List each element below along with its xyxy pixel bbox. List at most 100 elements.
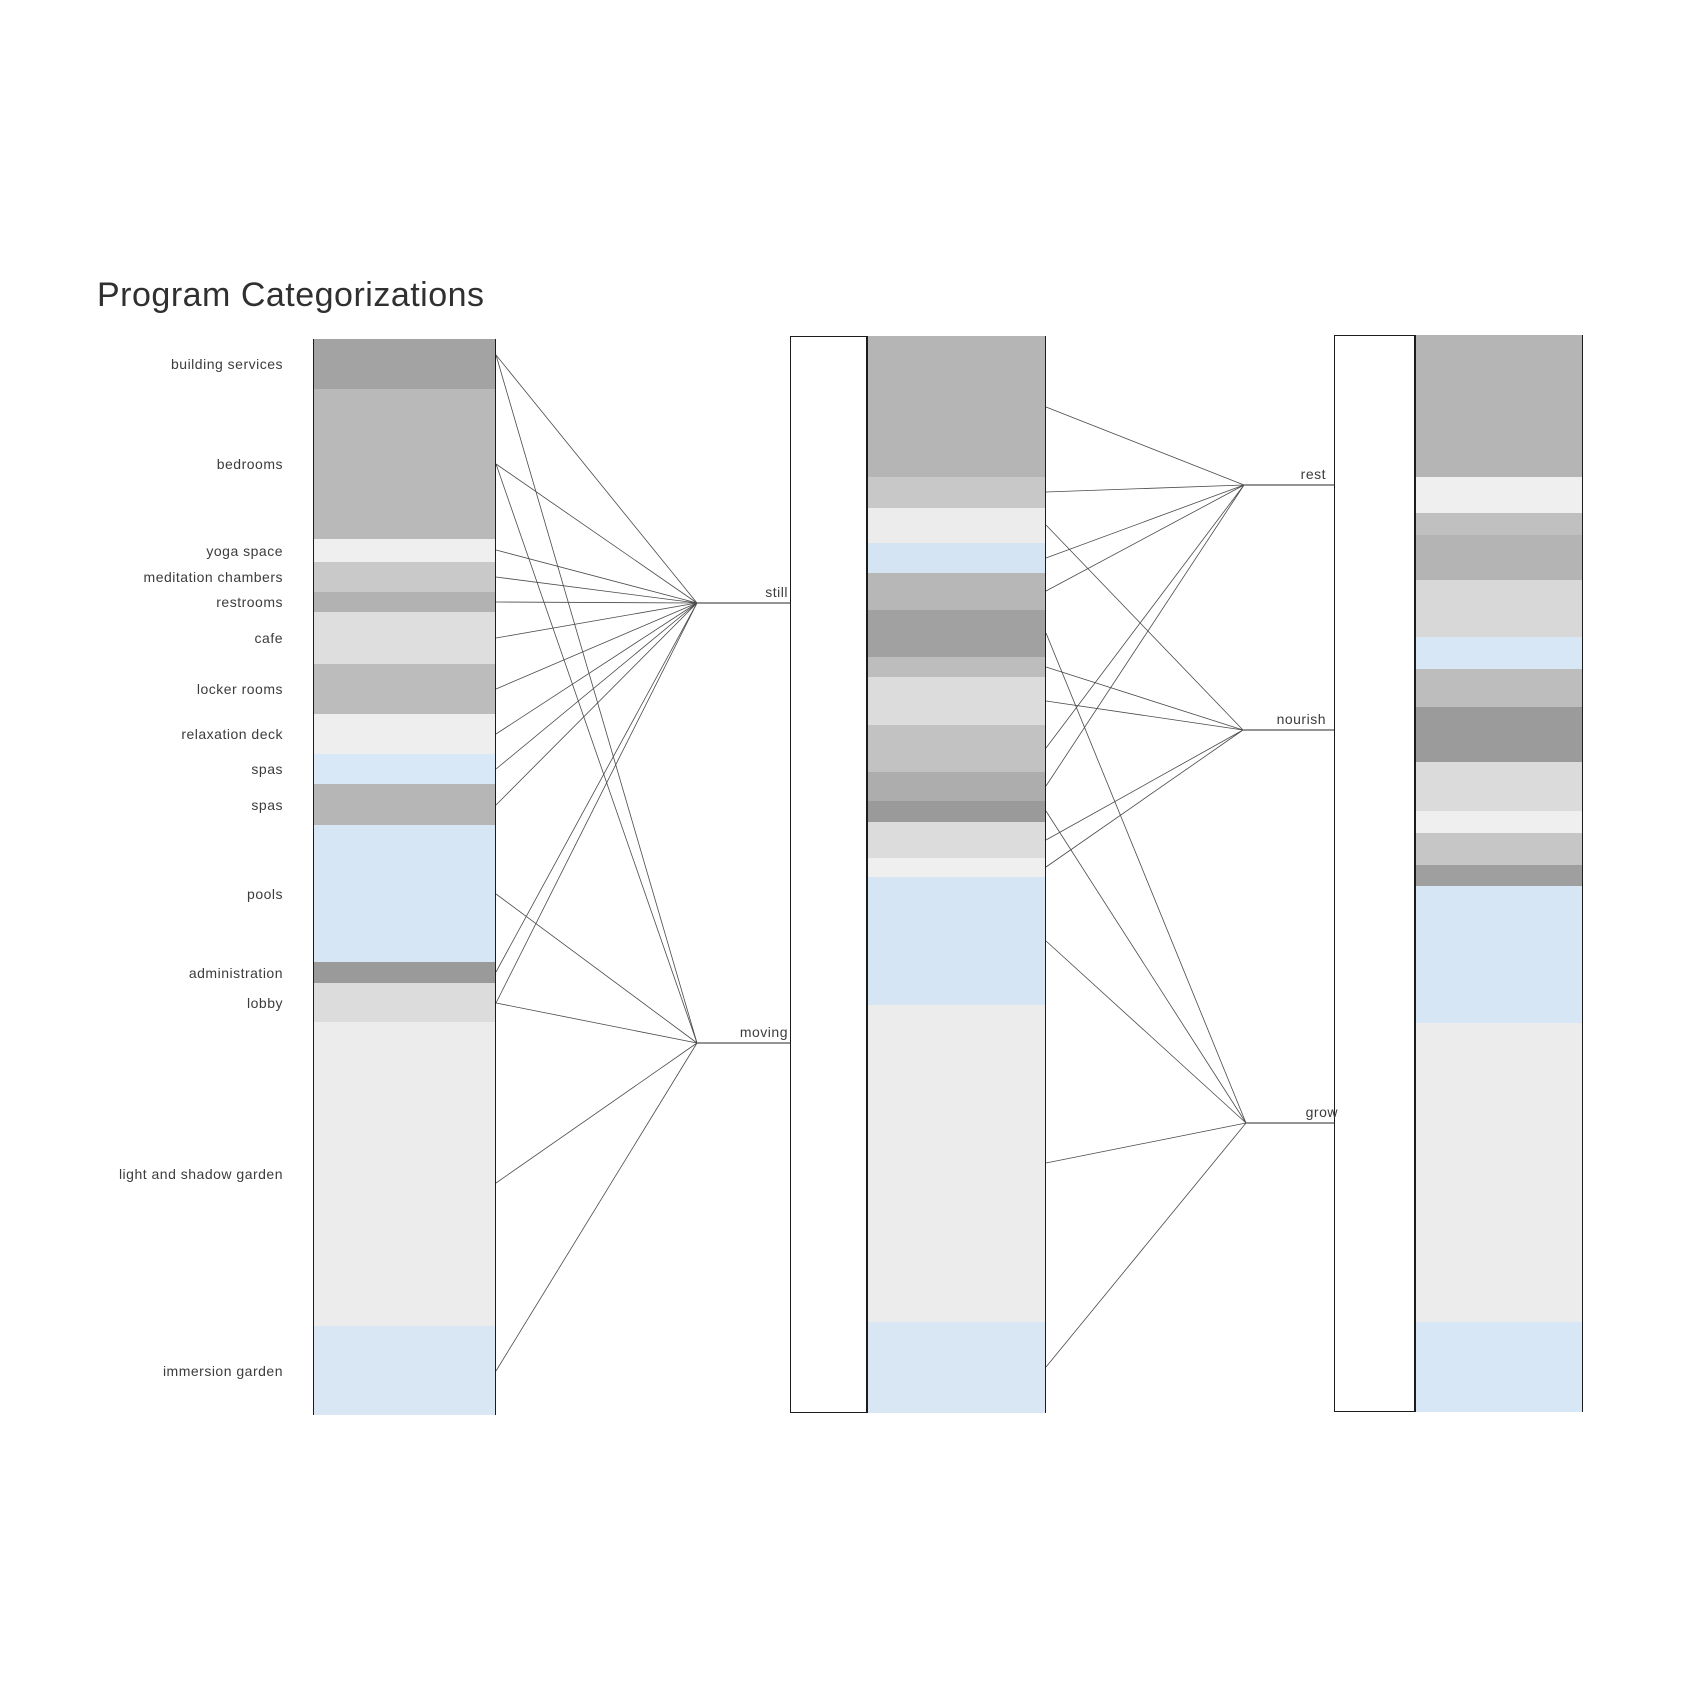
link-line-left <box>495 893 698 1044</box>
program-label-relaxation-deck: relaxation deck <box>181 726 283 742</box>
left-bar-stack-segment-pools <box>314 825 495 962</box>
program-label-light-and-shadow-garden: light and shadow garden <box>118 1166 283 1182</box>
category-label-nourish: nourish <box>1276 711 1326 727</box>
left-bar-stack-segment-building-services <box>314 339 495 389</box>
link-line-middle <box>1045 1122 1247 1164</box>
program-label-yoga-space: yoga space <box>206 542 283 559</box>
left-bar-stack-segment-relaxation-deck <box>314 714 495 754</box>
category-label-still: still <box>765 584 788 600</box>
middle-bar-stack-segment <box>868 677 1045 725</box>
middle-bar-stack-segment <box>868 822 1045 858</box>
middle-bar-stack-segment <box>868 610 1045 657</box>
link-line-middle <box>1045 484 1245 749</box>
middle-bar-stack-segment <box>868 336 1045 477</box>
left-bar-stack-segment-administration <box>314 962 495 983</box>
middle-bar-stack-segment <box>868 801 1045 822</box>
link-line-left <box>495 602 698 770</box>
left-bar-stack-segment-meditation-chambers <box>314 562 495 592</box>
right-bar-stack-segment <box>1416 707 1582 762</box>
link-line-middle <box>1045 700 1244 731</box>
right-bar-stack-segment <box>1416 1322 1582 1412</box>
link-line-middle <box>1045 484 1245 559</box>
middle-bar-stack <box>867 336 1046 1413</box>
right-bar-stack-segment <box>1416 762 1582 811</box>
link-line-middle <box>1045 666 1244 731</box>
left-bar-stack-segment-cafe <box>314 612 495 664</box>
middle-bar-stack-segment <box>868 858 1045 877</box>
link-line-left <box>495 354 698 604</box>
right-bar-stack-segment <box>1416 833 1582 865</box>
program-label-building-services: building services <box>171 356 283 372</box>
middle-bar-stack-segment <box>868 1005 1045 1322</box>
program-label-restrooms: restrooms <box>216 594 283 610</box>
link-line-middle <box>1045 729 1244 868</box>
right-bar-stack-segment <box>1416 535 1582 580</box>
program-label-bedrooms: bedrooms <box>216 456 283 472</box>
left-bar-stack-segment-restrooms <box>314 592 495 612</box>
link-line-middle <box>1045 729 1244 841</box>
link-line-left <box>495 602 698 1004</box>
middle-bar-stack-segment <box>868 477 1045 508</box>
left-bar-stack-segment-immersion-garden <box>314 1326 495 1415</box>
program-label-meditation-chambers: meditation chambers <box>143 569 283 585</box>
right-bar-stack-segment <box>1416 811 1582 833</box>
program-label-immersion-garden: immersion garden <box>162 1362 283 1379</box>
left-bar-stack-segment-light-and-shadow-garden <box>314 1022 495 1326</box>
link-line-middle <box>1045 406 1245 486</box>
link-line-left <box>495 602 698 690</box>
category-label-grow: grow <box>1305 1104 1338 1120</box>
right-bar-stack-segment <box>1416 886 1582 1023</box>
page-title: Program Categorizations <box>97 276 485 314</box>
right-bar-stack-segment <box>1416 513 1582 535</box>
link-line-middle <box>1045 810 1247 1124</box>
right-bar-stack-segment <box>1416 1023 1582 1322</box>
link-line-middle <box>1045 484 1245 493</box>
link-line-middle <box>1045 484 1245 592</box>
left-bar-stack-segment-locker-rooms <box>314 664 495 714</box>
middle-bar-stack-segment <box>868 543 1045 573</box>
left-bar-stack-segment-lobby <box>314 983 495 1022</box>
left-bar-stack-segment-yoga-space <box>314 539 495 562</box>
category-label-rest: rest <box>1300 466 1326 482</box>
left-bar-stack-segment-spas <box>314 754 495 784</box>
middle-bar-stack-segment <box>868 508 1045 543</box>
link-line-left <box>495 602 698 973</box>
link-line-middle <box>1045 484 1245 787</box>
left-bar-stack-segment-spas <box>314 784 495 825</box>
link-line-left <box>495 463 698 1044</box>
middle-bar-stack-segment <box>868 657 1045 677</box>
right-bar-stack-segment <box>1416 580 1582 637</box>
right-bar-stack-segment <box>1416 865 1582 886</box>
program-label-pools: pools <box>247 885 283 902</box>
left-bar-stack <box>313 339 496 1415</box>
program-label-spas: spas <box>251 796 283 813</box>
program-label-cafe: cafe <box>254 630 283 646</box>
link-line-left <box>495 1002 698 1044</box>
link-line-left <box>495 602 698 639</box>
link-line-left <box>495 463 698 604</box>
right-bar-stack-segment <box>1416 637 1582 669</box>
middle-bar-stack-segment <box>868 877 1045 1005</box>
middle-bar-stack-segment <box>868 1322 1045 1413</box>
link-line-middle <box>1045 524 1244 731</box>
link-line-left <box>495 354 698 1044</box>
link-line-middle <box>1045 632 1247 1124</box>
left-bar-stack-segment-bedrooms <box>314 389 495 539</box>
link-line-left <box>495 601 698 604</box>
link-line-middle <box>1045 1122 1247 1368</box>
program-label-administration: administration <box>188 964 283 981</box>
right-bar-stack-segment <box>1416 477 1582 513</box>
right-bar-stack-segment <box>1416 335 1582 477</box>
program-label-spas: spas <box>251 761 283 777</box>
link-line-left <box>495 576 698 604</box>
middle-bar-stack-segment <box>868 573 1045 610</box>
middle-bar-stack-segment <box>868 772 1045 801</box>
link-line-left <box>495 602 698 735</box>
link-line-left <box>495 549 698 604</box>
right-bar-stack-segment <box>1416 669 1582 707</box>
category-label-moving: moving <box>739 1024 788 1040</box>
right-bar-stack <box>1415 335 1583 1412</box>
middle-bar-stack-segment <box>868 725 1045 772</box>
